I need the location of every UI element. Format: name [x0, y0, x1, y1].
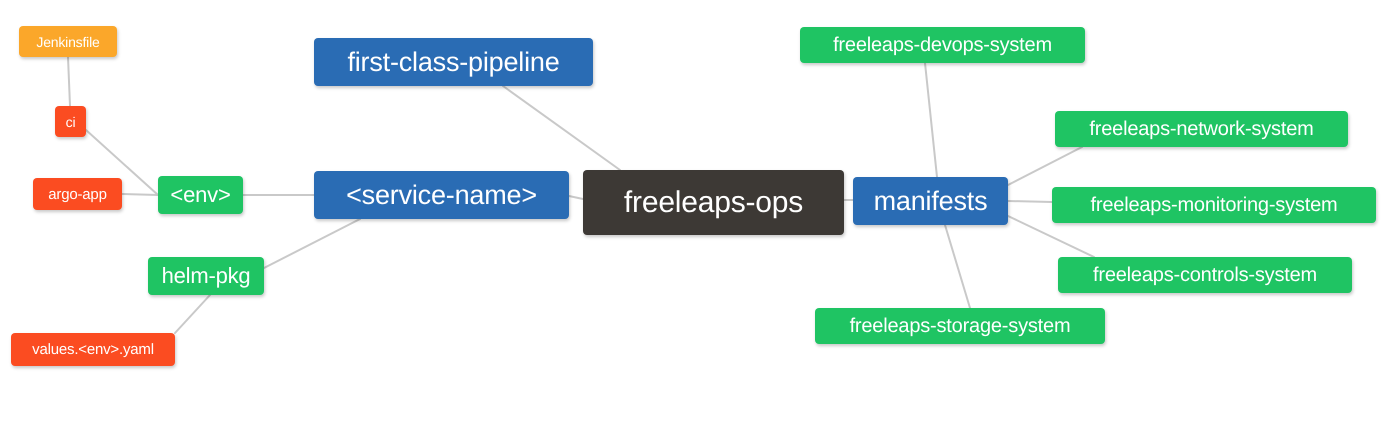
node-label-service-name: <service-name>: [346, 179, 537, 210]
edge-service-name-to-freeleaps-ops: [568, 195, 584, 200]
node-freeleaps-storage-system[interactable]: freeleaps-storage-system: [815, 308, 1105, 344]
node-label-first-class-pipeline: first-class-pipeline: [347, 46, 560, 77]
edge-helm-pkg-to-service-name: [263, 218, 361, 269]
node-freeleaps-ops[interactable]: freeleaps-ops: [583, 170, 844, 235]
node-jenkinsfile[interactable]: Jenkinsfile: [19, 26, 117, 57]
node-freeleaps-monitoring-system[interactable]: freeleaps-monitoring-system: [1052, 187, 1376, 223]
node-label-argo-app: argo-app: [48, 185, 107, 203]
node-env[interactable]: <env>: [158, 176, 243, 214]
node-label-freeleaps-monitoring-system: freeleaps-monitoring-system: [1090, 194, 1338, 216]
edge-argo-app-to-env: [121, 193, 159, 196]
node-label-helm-pkg: helm-pkg: [161, 263, 251, 288]
node-values-yaml[interactable]: values.<env>.yaml: [11, 333, 175, 366]
node-label-freeleaps-devops-system: freeleaps-devops-system: [833, 34, 1052, 56]
node-label-freeleaps-controls-system: freeleaps-controls-system: [1093, 264, 1317, 286]
edge-manifests-to-freeleaps-storage-system: [944, 224, 971, 309]
node-label-freeleaps-network-system: freeleaps-network-system: [1089, 118, 1314, 140]
node-label-freeleaps-ops: freeleaps-ops: [623, 185, 804, 219]
edge-manifests-to-freeleaps-network-system: [1007, 146, 1083, 186]
node-label-manifests: manifests: [873, 185, 988, 216]
node-ci[interactable]: ci: [55, 106, 86, 137]
node-label-env: <env>: [170, 182, 231, 207]
edge-manifests-to-freeleaps-monitoring-system: [1007, 200, 1053, 203]
node-freeleaps-controls-system[interactable]: freeleaps-controls-system: [1058, 257, 1352, 293]
node-label-jenkinsfile: Jenkinsfile: [36, 33, 100, 50]
edge-manifests-to-freeleaps-devops-system: [924, 62, 938, 178]
edge-first-class-pipeline-to-freeleaps-ops: [502, 85, 621, 171]
node-manifests[interactable]: manifests: [853, 177, 1008, 225]
node-first-class-pipeline[interactable]: first-class-pipeline: [314, 38, 593, 86]
node-service-name[interactable]: <service-name>: [314, 171, 569, 219]
node-argo-app[interactable]: argo-app: [33, 178, 122, 210]
edge-values-yaml-to-helm-pkg: [174, 294, 211, 334]
node-helm-pkg[interactable]: helm-pkg: [148, 257, 264, 295]
node-label-freeleaps-storage-system: freeleaps-storage-system: [849, 315, 1071, 337]
node-freeleaps-devops-system[interactable]: freeleaps-devops-system: [800, 27, 1085, 63]
node-freeleaps-network-system[interactable]: freeleaps-network-system: [1055, 111, 1348, 147]
edge-jenkinsfile-to-ci: [67, 56, 71, 107]
node-label-ci: ci: [65, 113, 76, 130]
node-label-values-yaml: values.<env>.yaml: [32, 341, 154, 358]
